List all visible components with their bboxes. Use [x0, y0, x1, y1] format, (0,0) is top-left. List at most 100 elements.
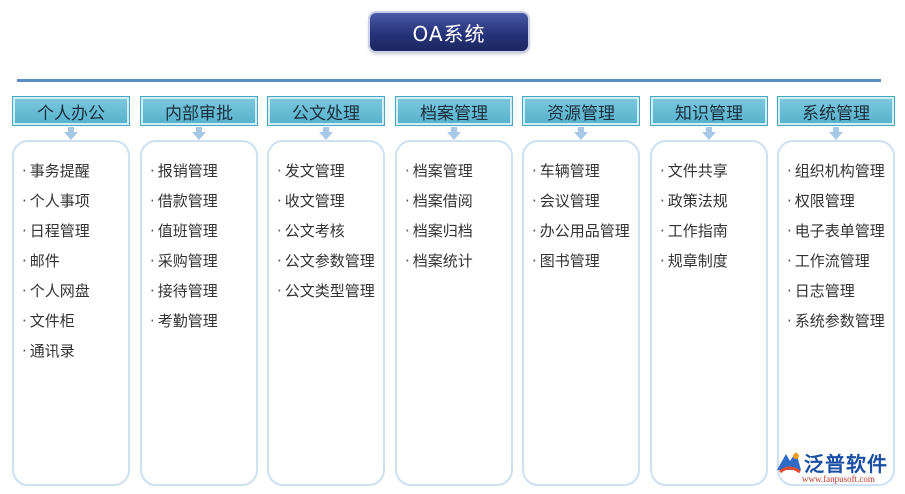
list-item: ·采购管理: [150, 250, 256, 280]
down-arrow-icon: [64, 127, 78, 140]
column-header: 系统管理: [777, 96, 895, 126]
column-panel: ·组织机构管理·权限管理·电子表单管理·工作流管理·日志管理·系统参数管理: [777, 140, 895, 486]
list-item: ·档案统计: [405, 250, 511, 280]
list-item: ·收文管理: [277, 190, 383, 220]
list-item: ·发文管理: [277, 160, 383, 190]
bullet-icon: ·: [277, 222, 282, 240]
bullet-icon: ·: [277, 252, 282, 270]
list-item: ·规章制度: [660, 250, 766, 280]
column-panel: ·车辆管理·会议管理·办公用品管理·图书管理: [522, 140, 640, 486]
bullet-icon: ·: [22, 342, 27, 360]
list-item: ·借款管理: [150, 190, 256, 220]
list-item-label: 档案管理: [412, 162, 473, 180]
bullet-icon: ·: [405, 252, 410, 270]
bullet-icon: ·: [532, 252, 537, 270]
divider-line: [17, 79, 881, 82]
bullet-icon: ·: [787, 162, 792, 180]
list-item: ·工作指南: [660, 220, 766, 250]
list-item: ·会议管理: [532, 190, 638, 220]
list-item: ·日程管理: [22, 220, 128, 250]
bullet-icon: ·: [532, 222, 537, 240]
list-item: ·日志管理: [787, 280, 893, 310]
list-item: ·报销管理: [150, 160, 256, 190]
list-item: ·公文类型管理: [277, 280, 383, 310]
list-item-label: 系统参数管理: [794, 312, 885, 330]
list-item: ·公文参数管理: [277, 250, 383, 280]
bullet-icon: ·: [150, 312, 155, 330]
bullet-icon: ·: [532, 192, 537, 210]
list-item-label: 政策法规: [667, 192, 728, 210]
down-arrow-icon: [319, 127, 333, 140]
column-panel: ·报销管理·借款管理·值班管理·采购管理·接待管理·考勤管理: [140, 140, 258, 486]
list-item: ·车辆管理: [532, 160, 638, 190]
down-arrow-icon: [447, 127, 461, 140]
list-item-label: 值班管理: [157, 222, 218, 240]
bullet-icon: ·: [277, 282, 282, 300]
bullet-icon: ·: [660, 222, 665, 240]
list-item: ·电子表单管理: [787, 220, 893, 250]
list-item: ·文件柜: [22, 310, 128, 340]
list-item-label: 个人事项: [29, 192, 90, 210]
list-item: ·文件共享: [660, 160, 766, 190]
list-item: ·个人事项: [22, 190, 128, 220]
list-item-label: 通讯录: [29, 342, 75, 360]
list-item-label: 图书管理: [539, 252, 600, 270]
bullet-icon: ·: [277, 192, 282, 210]
bullet-icon: ·: [660, 192, 665, 210]
bullet-icon: ·: [405, 222, 410, 240]
list-item: ·个人网盘: [22, 280, 128, 310]
column-panel: ·发文管理·收文管理·公文考核·公文参数管理·公文类型管理: [267, 140, 385, 486]
bullet-icon: ·: [405, 192, 410, 210]
bullet-icon: ·: [787, 252, 792, 270]
list-item-label: 借款管理: [157, 192, 218, 210]
list-item: ·通讯录: [22, 340, 128, 370]
list-item: ·档案借阅: [405, 190, 511, 220]
bullet-icon: ·: [22, 312, 27, 330]
list-item-label: 档案统计: [412, 252, 473, 270]
bullet-icon: ·: [660, 162, 665, 180]
column-header: 知识管理: [650, 96, 768, 126]
list-item: ·档案管理: [405, 160, 511, 190]
column-panel: ·事务提醒·个人事项·日程管理·邮件·个人网盘·文件柜·通讯录: [12, 140, 130, 486]
bullet-icon: ·: [787, 222, 792, 240]
bullet-icon: ·: [787, 282, 792, 300]
list-item-label: 公文类型管理: [284, 282, 375, 300]
list-item: ·工作流管理: [787, 250, 893, 280]
list-item: ·接待管理: [150, 280, 256, 310]
bullet-icon: ·: [22, 222, 27, 240]
list-item-label: 日程管理: [29, 222, 90, 240]
list-item: ·组织机构管理: [787, 160, 893, 190]
list-item-label: 档案归档: [412, 222, 473, 240]
list-item-label: 考勤管理: [157, 312, 218, 330]
fanpu-logo-icon: [777, 452, 801, 474]
list-item: ·公文考核: [277, 220, 383, 250]
down-arrow-icon: [574, 127, 588, 140]
list-item-label: 工作流管理: [794, 252, 870, 270]
list-item-label: 发文管理: [284, 162, 345, 180]
column-header: 资源管理: [522, 96, 640, 126]
bullet-icon: ·: [532, 162, 537, 180]
list-item: ·事务提醒: [22, 160, 128, 190]
column-header: 个人办公: [12, 96, 130, 126]
list-item-label: 邮件: [29, 252, 60, 270]
bullet-icon: ·: [277, 162, 282, 180]
list-item-label: 文件柜: [29, 312, 75, 330]
bullet-icon: ·: [150, 282, 155, 300]
list-item: ·政策法规: [660, 190, 766, 220]
bullet-icon: ·: [22, 162, 27, 180]
brand-logo: 泛普软件 www.fanpusoft.com: [772, 446, 900, 486]
bullet-icon: ·: [150, 222, 155, 240]
list-item-label: 电子表单管理: [794, 222, 885, 240]
list-item: ·考勤管理: [150, 310, 256, 340]
list-item-label: 规章制度: [667, 252, 728, 270]
list-item: ·邮件: [22, 250, 128, 280]
column-header: 公文处理: [267, 96, 385, 126]
list-item-label: 接待管理: [157, 282, 218, 300]
list-item-label: 公文考核: [284, 222, 345, 240]
list-item-label: 车辆管理: [539, 162, 600, 180]
logo-url: www.fanpusoft.com: [802, 474, 875, 484]
bullet-icon: ·: [22, 192, 27, 210]
bullet-icon: ·: [22, 282, 27, 300]
list-item: ·档案归档: [405, 220, 511, 250]
bullet-icon: ·: [787, 312, 792, 330]
